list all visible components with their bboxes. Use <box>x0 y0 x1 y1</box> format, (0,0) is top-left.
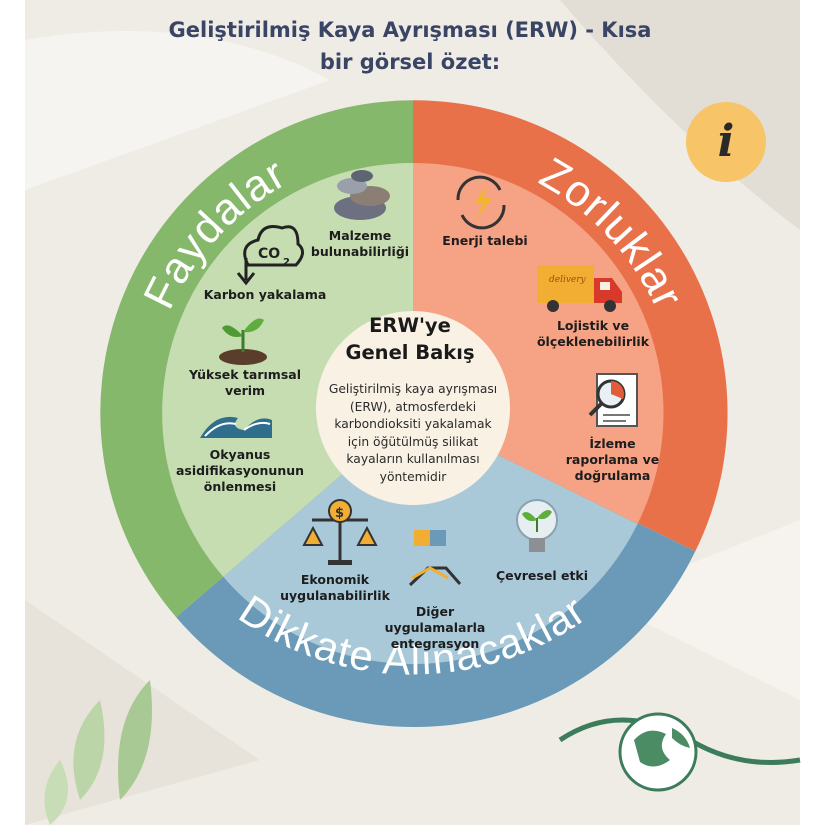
info-icon[interactable]: i <box>686 102 766 182</box>
energy-cycle-icon <box>456 175 506 230</box>
report-magnifier-icon <box>588 373 638 427</box>
co2-text: CO <box>258 246 280 262</box>
label-monitoring-reporting: İzleme raporlama ve doğrulama <box>565 436 660 483</box>
co2-subscript: 2 <box>283 257 290 268</box>
leaves-decoration <box>44 680 152 825</box>
delivery-truck-icon <box>537 265 622 312</box>
label-environmental-impact: Çevresel etki <box>495 568 589 583</box>
lightbulb-plant-icon <box>516 499 558 552</box>
label-agricultural-yield: Yüksek tarımsal verim <box>189 367 301 398</box>
globe-icon <box>558 712 801 792</box>
truck-logo-text: delivery <box>549 275 587 285</box>
label-integration: Diğer uygulamalarla entegrasyon <box>384 604 486 651</box>
title-line-2: bir görsel özet: <box>319 50 501 74</box>
page-title: Geliştirilmiş Kaya Ayrışması (ERW) - Kıs… <box>110 14 710 78</box>
center-description: Geliştirilmiş kaya ayrışması (ERW), atmo… <box>328 382 498 484</box>
label-ocean-acidification: Okyanus asidifikasyonunun önlenmesi <box>175 447 305 494</box>
label-logistics-scalability: Lojistik ve ölçeklenebilirlik <box>536 318 650 349</box>
wave-icon <box>200 416 272 438</box>
scale-dollar-icon <box>302 499 378 565</box>
title-line-1: Geliştirilmiş Kaya Ayrışması (ERW) - Kıs… <box>168 18 652 42</box>
puzzle-handshake-icon <box>408 530 462 587</box>
sprout-icon <box>219 318 267 365</box>
center-title: ERW'ye Genel Bakış <box>345 314 475 364</box>
rock-pile-icon <box>334 170 390 220</box>
label-energy-demand: Enerji talebi <box>442 233 528 248</box>
label-material-availability: Malzeme bulunabilirliği <box>310 228 410 259</box>
label-economic-feasibility: Ekonomik uygulanabilirlik <box>280 572 390 603</box>
label-carbon-capture: Karbon yakalama <box>203 287 327 302</box>
benefits-inner <box>162 162 413 577</box>
center-circle <box>316 311 510 505</box>
dollar-sign: $ <box>335 506 344 521</box>
co2-cloud-icon <box>236 225 304 286</box>
